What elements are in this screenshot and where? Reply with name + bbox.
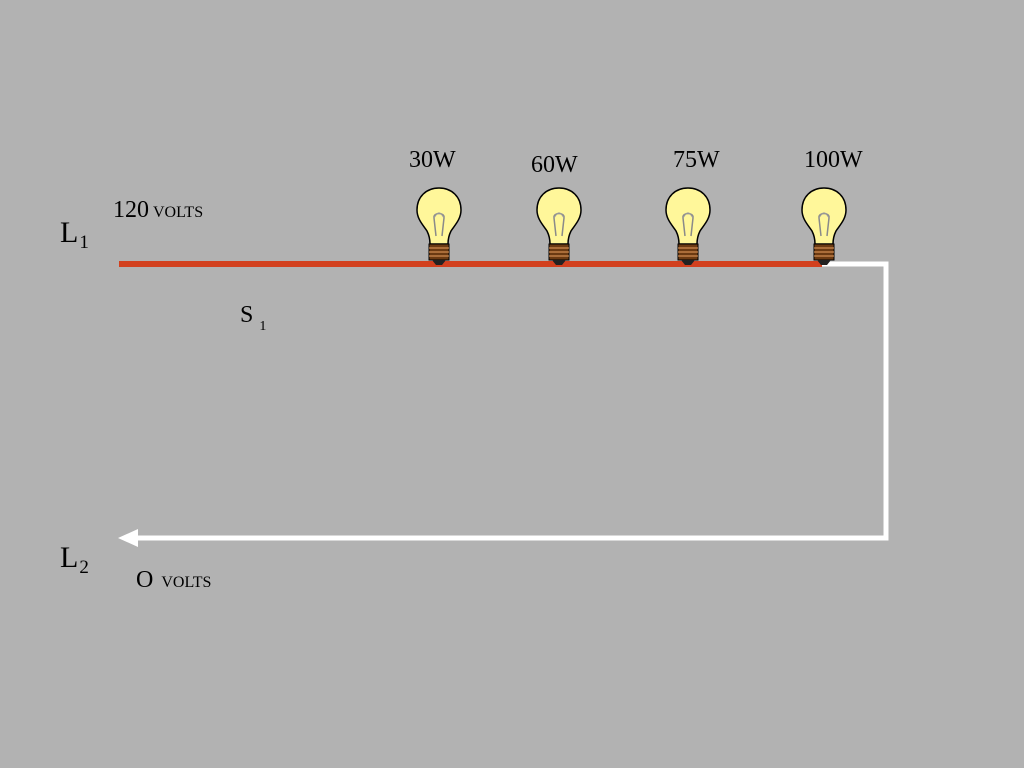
lightbulb-60w-icon bbox=[536, 187, 582, 265]
line-l2-letter: L bbox=[60, 541, 79, 574]
neutral-arrowhead bbox=[118, 529, 138, 547]
lightbulb-100w-icon bbox=[801, 187, 847, 265]
bulb-label-60w: 60W bbox=[531, 152, 578, 178]
voltage-top-label: 120 VOLTS bbox=[113, 198, 203, 222]
line-l1-letter: L bbox=[60, 216, 79, 249]
voltage-top-value: 120 bbox=[113, 197, 149, 223]
bulb-label-30w: 30W bbox=[409, 147, 456, 173]
line-l1-subscript: 1 bbox=[79, 232, 89, 253]
switch-letter: S bbox=[240, 302, 254, 328]
bulb-label-75w: 75W bbox=[673, 147, 720, 173]
voltage-top-unit: VOLTS bbox=[153, 204, 204, 221]
voltage-bottom-label: O VOLTS bbox=[136, 568, 211, 592]
voltage-bottom-value: O bbox=[136, 567, 154, 593]
neutral-wire bbox=[134, 261, 889, 541]
voltage-bottom-unit: VOLTS bbox=[161, 574, 212, 591]
bulb-label-100w: 100W bbox=[804, 147, 863, 173]
line-l2-subscript: 2 bbox=[79, 557, 89, 578]
line-l2-label: L2 bbox=[60, 541, 89, 578]
switch-subscript: 1 bbox=[259, 319, 267, 334]
line-l1-label: L1 bbox=[60, 216, 89, 253]
lightbulb-75w-icon bbox=[665, 187, 711, 265]
lightbulb-30w-icon bbox=[416, 187, 462, 265]
